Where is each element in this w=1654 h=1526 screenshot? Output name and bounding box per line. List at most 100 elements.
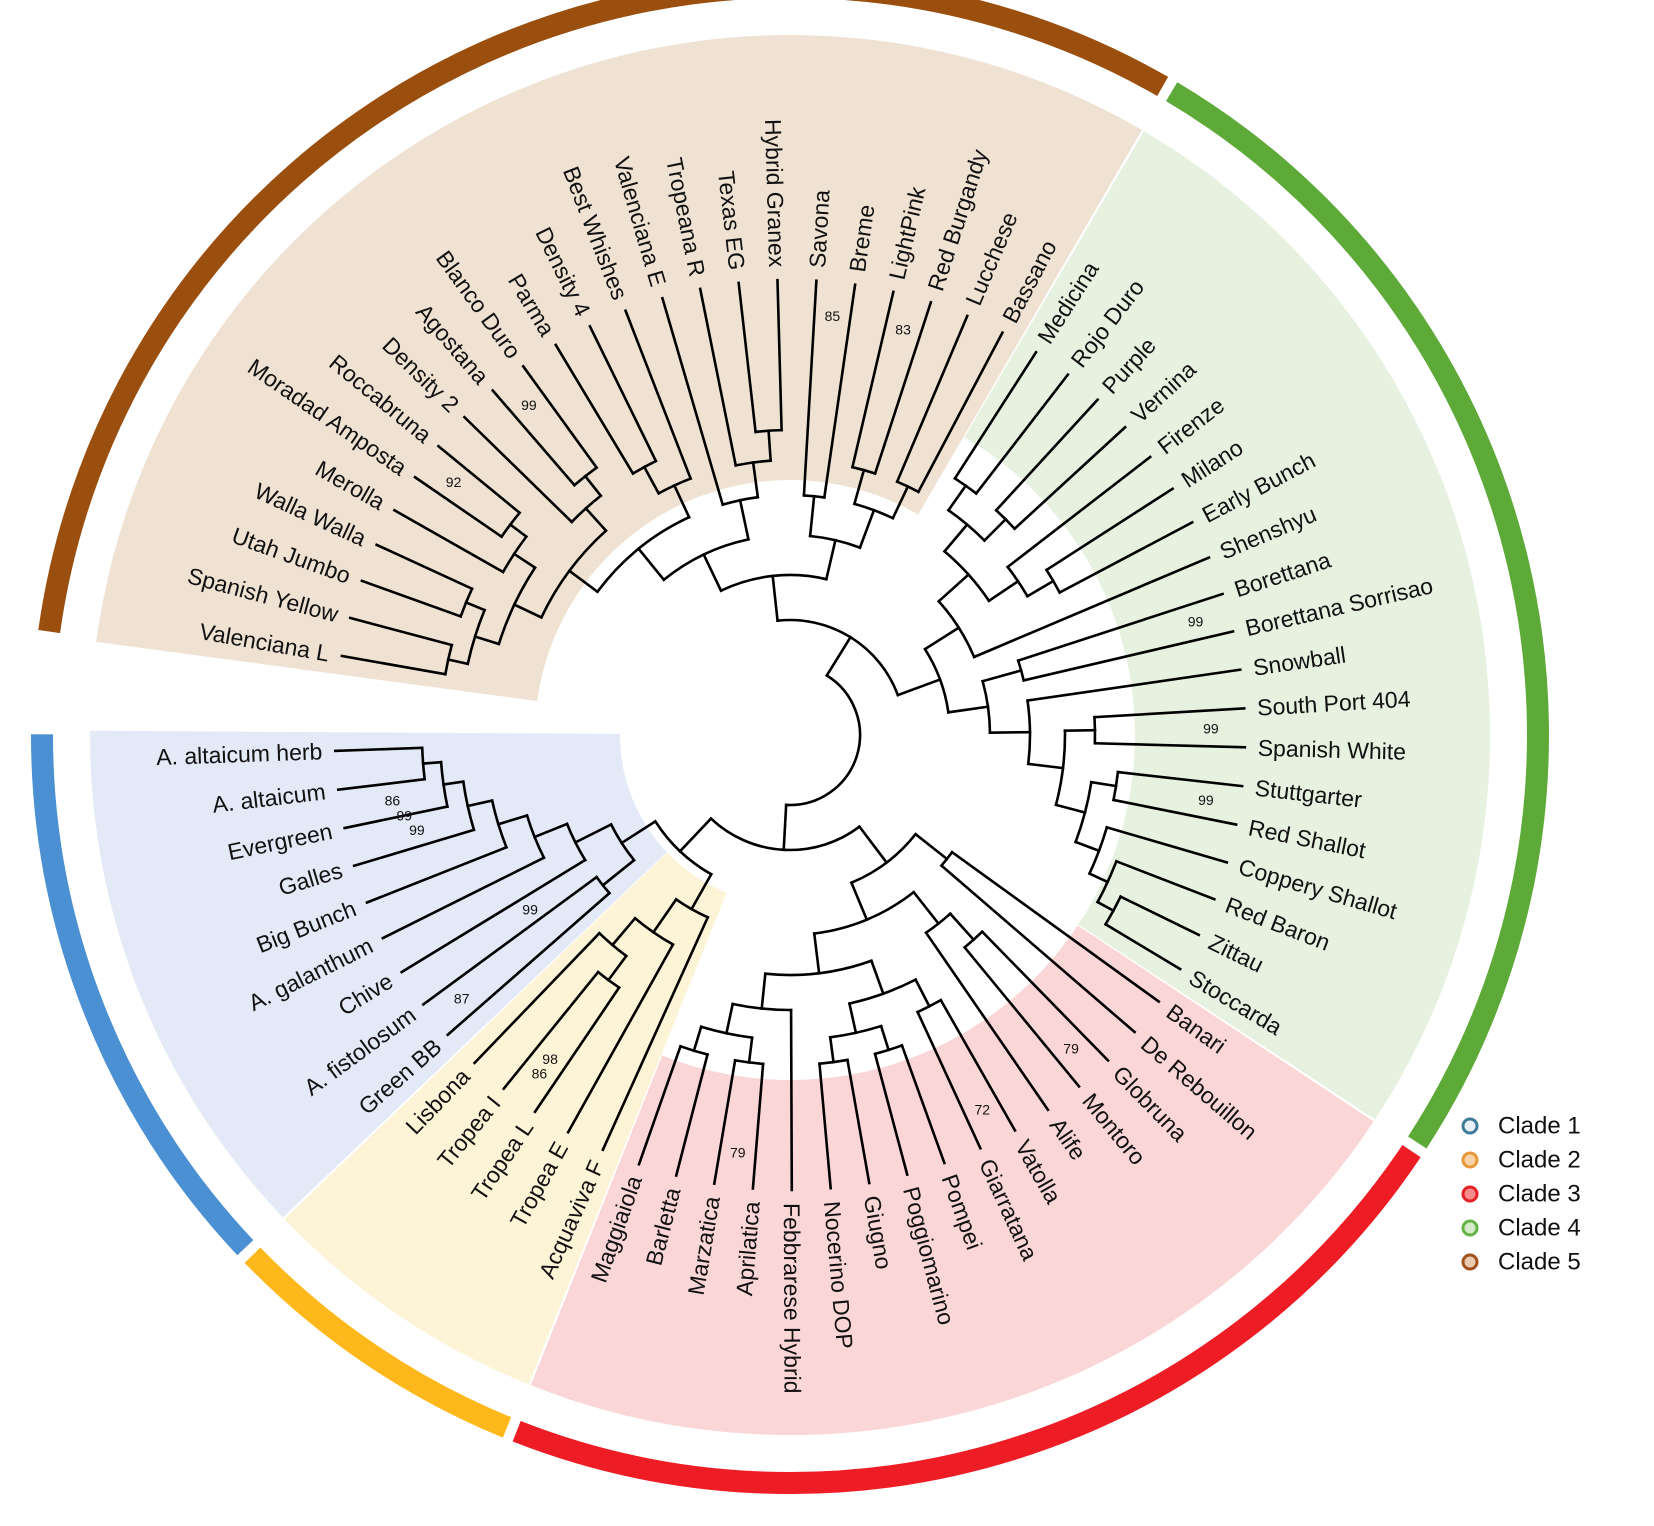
branch-line: [737, 281, 758, 434]
branch-line: [1116, 770, 1244, 788]
branch-line: [636, 546, 666, 582]
branch-line: [825, 635, 853, 678]
branch-line: [980, 929, 1110, 1063]
branch-line: [1054, 803, 1087, 815]
branch-line: [981, 668, 1023, 683]
branch-line: [767, 429, 773, 463]
branch-line: [808, 494, 816, 538]
branch-line: [692, 1025, 703, 1053]
branch-line: [982, 517, 1008, 543]
branch-line: [828, 1035, 835, 1064]
branch-line: [939, 998, 1017, 1133]
branch-line: [566, 942, 675, 1135]
branch-line: [674, 1052, 710, 1178]
leaf-label: A. altaicum herb: [156, 738, 323, 770]
branch-line: [849, 881, 869, 922]
branch-line: [802, 279, 818, 497]
branch-line: [1103, 922, 1182, 971]
branch-line: [533, 985, 621, 1114]
branch-line: [512, 602, 544, 620]
branch-line: [413, 475, 504, 539]
bootstrap-value: 79: [1063, 1040, 1079, 1056]
bootstrap-value: 72: [975, 1102, 991, 1118]
branch-line: [343, 805, 449, 830]
legend-label: Clade 3: [1498, 1181, 1581, 1208]
branch-line: [583, 474, 603, 498]
leaf-label: Hybrid Granex: [760, 119, 790, 268]
branch-line: [895, 314, 969, 484]
branch-line: [1016, 592, 1225, 663]
branch-line: [913, 977, 932, 1009]
branch-line: [421, 760, 443, 765]
branch-line: [601, 858, 636, 888]
branch-line: [751, 461, 760, 499]
branch-line: [360, 579, 463, 619]
branch-line: [953, 350, 1038, 481]
branch-line: [1022, 629, 1235, 682]
branch-line: [584, 506, 608, 533]
legend-marker: [1461, 1219, 1479, 1237]
branch-line: [573, 822, 613, 845]
bootstrap-value: 99: [521, 397, 537, 413]
branch-line: [588, 324, 658, 463]
branch-line: [1093, 741, 1247, 749]
clade-sector-3: [530, 925, 1374, 1435]
branch-line: [911, 890, 941, 926]
branch-line: [822, 283, 857, 499]
branch-line: [771, 574, 779, 623]
branch-line: [824, 538, 837, 581]
clade-ring-5: [38, 0, 1169, 634]
branch-line: [923, 625, 961, 651]
branch-line: [601, 915, 710, 1152]
branch-line: [436, 444, 522, 515]
branch-line: [818, 1062, 833, 1190]
branch-line: [747, 1036, 754, 1064]
branch-line: [946, 483, 968, 513]
legend-label: Clade 2: [1498, 1147, 1581, 1174]
bootstrap-value: 99: [1188, 614, 1204, 630]
branch-line: [678, 816, 713, 854]
branch-line: [381, 855, 546, 940]
branch-line: [913, 832, 949, 861]
branch-line: [869, 959, 885, 996]
branch-line: [462, 415, 574, 524]
branch-line: [845, 1058, 871, 1185]
bootstrap-value: 86: [385, 793, 401, 809]
branch-line: [896, 677, 942, 697]
branch-line: [942, 522, 969, 554]
legend-label: Clade 5: [1498, 1249, 1581, 1276]
clade-ring-1: [30, 734, 254, 1256]
legend-marker: [1461, 1117, 1479, 1135]
legend-label: Clade 4: [1498, 1215, 1581, 1242]
branch-line: [702, 552, 723, 593]
clade-ring-3: [512, 1145, 1421, 1494]
branch-line: [789, 1008, 794, 1192]
branch-line: [1093, 707, 1246, 719]
branch-line: [698, 287, 738, 467]
branch-line: [501, 970, 600, 1091]
branch-line: [712, 1058, 737, 1186]
branch-line: [900, 1043, 947, 1165]
bootstrap-value: 98: [542, 1051, 558, 1067]
branch-line: [348, 616, 454, 647]
branch-line: [1114, 859, 1217, 901]
branch-line: [950, 850, 1161, 1004]
branch-line: [651, 897, 678, 935]
branch-line: [1005, 455, 1153, 569]
branch-line: [879, 1024, 891, 1052]
bootstrap-value: 99: [409, 822, 425, 838]
bootstrap-value: 99: [1203, 720, 1219, 736]
branch-line: [623, 309, 693, 481]
branch-line: [994, 397, 1100, 513]
branch-line: [336, 777, 427, 792]
branch-line: [857, 824, 889, 865]
bootstrap-value: 85: [825, 308, 841, 324]
branch-line: [946, 705, 990, 714]
branch-line: [496, 813, 529, 826]
branch-line: [610, 916, 637, 947]
branch-line: [1012, 425, 1127, 531]
